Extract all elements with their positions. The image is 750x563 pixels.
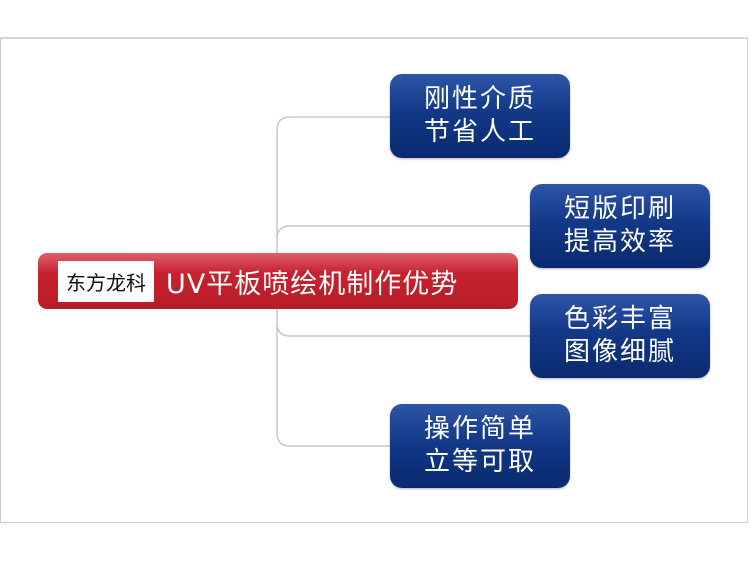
branch-line: 短版印刷 bbox=[563, 194, 676, 224]
branch-node: 操作简单立等可取 bbox=[390, 404, 570, 488]
branch-line: 图像细腻 bbox=[563, 337, 676, 367]
branch-line: 立等可取 bbox=[423, 447, 536, 477]
root-title: UV平板喷绘机制作优势 bbox=[166, 268, 459, 300]
branch-line: 色彩丰富 bbox=[563, 304, 676, 334]
branch-line: 刚性介质 bbox=[423, 84, 536, 114]
branch-line: 节省人工 bbox=[423, 117, 536, 147]
branch-line: 操作简单 bbox=[423, 414, 536, 444]
brand-label: 东方龙科 bbox=[58, 260, 154, 302]
branch-line: 提高效率 bbox=[563, 227, 676, 257]
branch-node: 短版印刷提高效率 bbox=[530, 184, 710, 268]
diagram-frame bbox=[0, 37, 748, 523]
root-node: 东方龙科 UV平板喷绘机制作优势 bbox=[38, 253, 518, 309]
branch-node: 色彩丰富图像细腻 bbox=[530, 294, 710, 378]
branch-node: 刚性介质节省人工 bbox=[390, 74, 570, 158]
